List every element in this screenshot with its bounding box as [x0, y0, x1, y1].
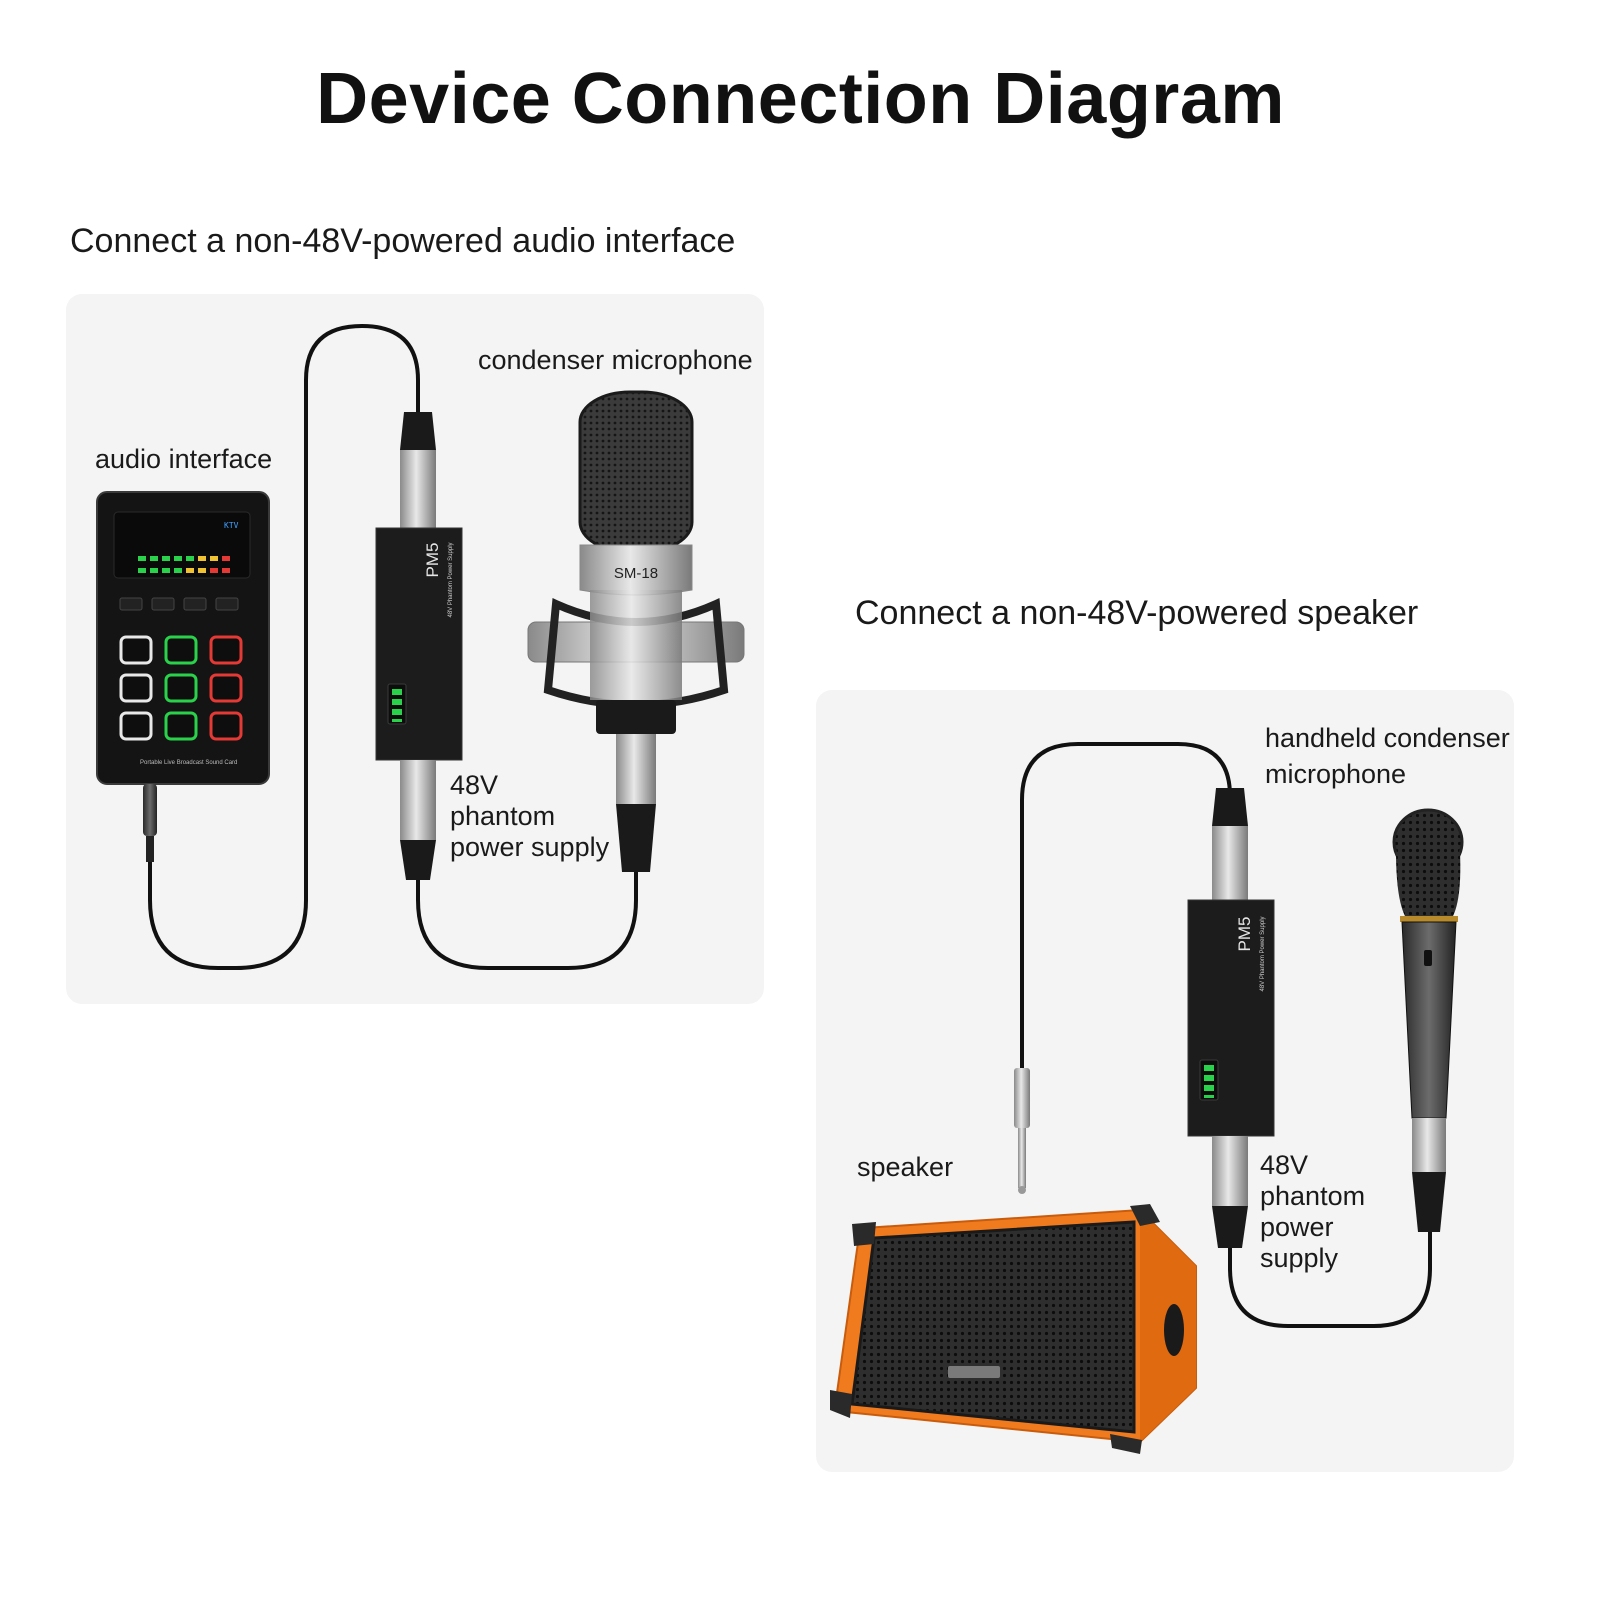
mic-model-label: SM-18 — [614, 565, 658, 582]
label-phantom2-line3: power — [1260, 1212, 1334, 1243]
pm5-led-indicator-2 — [1200, 1060, 1218, 1100]
interface-footer: Portable Live Broadcast Sound Card — [140, 760, 237, 766]
interface-tag: KTV — [224, 521, 239, 530]
label-phantom-line3: power supply — [450, 832, 609, 863]
pm5-sub-label-2: 48V Phantom Power Supply — [1260, 916, 1266, 991]
label-handheld-line1: handheld condenser — [1265, 723, 1510, 754]
pm5-model-label-1: PM5 — [423, 543, 442, 578]
label-phantom-line2: phantom — [450, 801, 555, 832]
label-phantom2-line1: 48V — [1260, 1150, 1308, 1181]
label-phantom-line1: 48V — [450, 770, 498, 801]
quarter-inch-plug — [1014, 1068, 1030, 1194]
label-condenser-microphone: condenser microphone — [478, 345, 753, 376]
pm5-sub-label-1: 48V Phantom Power Supply — [448, 542, 454, 617]
audio-interface-device: KTV — [97, 492, 269, 862]
pm5-led-indicator-1 — [388, 684, 406, 724]
pm5-model-label-2: PM5 — [1235, 917, 1254, 952]
label-audio-interface: audio interface — [95, 444, 272, 475]
handheld-microphone — [1394, 810, 1462, 1232]
condenser-microphone: SM-18 — [528, 392, 744, 872]
speaker-cabinet — [830, 1204, 1196, 1454]
interface-pad-buttons — [121, 637, 241, 739]
label-handheld-line2: microphone — [1265, 759, 1406, 790]
label-phantom2-line4: supply — [1260, 1243, 1338, 1274]
label-phantom2-line2: phantom — [1260, 1181, 1365, 1212]
label-speaker: speaker — [857, 1152, 953, 1183]
